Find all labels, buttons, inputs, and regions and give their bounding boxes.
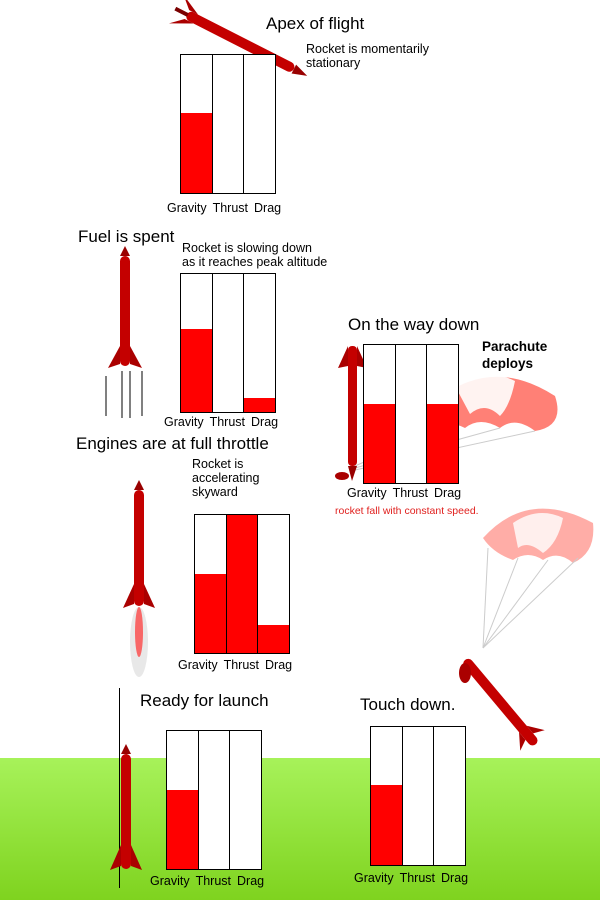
axis-label-gravity: Gravity — [167, 201, 207, 215]
stage-note: Parachute deploys — [482, 339, 548, 371]
gravity-fill — [195, 574, 226, 653]
axis-label-drag: Drag — [254, 201, 282, 215]
force-chart — [363, 344, 459, 484]
rocket-icon — [105, 246, 143, 418]
axis-label-thrust: Thrust — [223, 658, 260, 672]
force-chart — [194, 514, 290, 654]
thrust-bar — [225, 514, 259, 654]
force-chart — [180, 54, 276, 194]
axis-labels: Gravity Thrust Drag — [150, 874, 270, 888]
gravity-bar — [370, 726, 403, 866]
rocket-icon — [335, 346, 367, 481]
drag-bar — [426, 344, 459, 484]
force-chart — [180, 273, 276, 413]
axis-labels: Gravity Thrust Drag — [354, 871, 474, 885]
gravity-fill — [181, 329, 212, 412]
parachute-icon — [482, 508, 594, 649]
axis-label-drag: Drag — [237, 874, 265, 888]
ground — [0, 758, 600, 900]
axis-label-gravity: Gravity — [178, 658, 218, 672]
stage-title: Apex of flight — [266, 14, 365, 33]
drag-bar — [229, 730, 262, 870]
stage-note: Rocket is momentarily stationary — [306, 42, 429, 70]
gravity-bar — [363, 344, 396, 484]
stage-note: Rocket is accelerating skyward — [192, 457, 260, 499]
axis-labels: Gravity Thrust Drag — [167, 201, 287, 215]
thrust-bar — [211, 54, 245, 194]
axis-label-thrust: Thrust — [209, 415, 246, 429]
stage-title: Ready for launch — [140, 691, 269, 710]
drag-bar — [243, 273, 276, 413]
axis-label-thrust: Thrust — [399, 871, 436, 885]
thrust-bar — [211, 273, 245, 413]
axis-labels: Gravity Thrust Drag — [347, 486, 467, 500]
axis-label-gravity: Gravity — [354, 871, 394, 885]
force-chart — [370, 726, 466, 866]
axis-label-drag: Drag — [441, 871, 469, 885]
launch-rod — [119, 688, 120, 888]
drag-fill — [244, 398, 275, 412]
gravity-bar — [166, 730, 199, 870]
thrust-bar — [394, 344, 428, 484]
axis-label-thrust: Thrust — [212, 201, 249, 215]
rocket-icon — [110, 744, 142, 870]
gravity-fill — [371, 784, 402, 865]
drag-fill — [258, 625, 289, 653]
axis-label-gravity: Gravity — [164, 415, 204, 429]
constant-speed-note: rocket fall with constant speed. — [335, 505, 479, 517]
drag-fill — [427, 404, 458, 483]
axis-labels: Gravity Thrust Drag — [178, 658, 298, 672]
drag-bar — [243, 54, 276, 194]
stage-title: Engines are at full throttle — [76, 434, 269, 453]
axis-label-thrust: Thrust — [195, 874, 232, 888]
axis-label-drag: Drag — [265, 658, 293, 672]
stage-title: Touch down. — [360, 695, 456, 714]
gravity-fill — [167, 790, 198, 869]
axis-label-drag: Drag — [434, 486, 462, 500]
stage-title: On the way down — [348, 315, 480, 334]
thrust-bar — [401, 726, 435, 866]
gravity-fill — [181, 112, 212, 193]
drag-bar — [433, 726, 466, 866]
gravity-fill — [364, 404, 395, 483]
rocket-icon — [459, 658, 545, 751]
axis-labels: Gravity Thrust Drag — [164, 415, 284, 429]
stage-note: Rocket is slowing down as it reaches pea… — [182, 241, 328, 269]
axis-label-thrust: Thrust — [392, 486, 429, 500]
axis-label-gravity: Gravity — [347, 486, 387, 500]
drag-bar — [257, 514, 290, 654]
gravity-bar — [180, 54, 213, 194]
stage-title: Fuel is spent — [78, 227, 175, 246]
force-chart — [166, 730, 262, 870]
gravity-bar — [180, 273, 213, 413]
rocket-icon — [123, 480, 155, 677]
gravity-bar — [194, 514, 227, 654]
thrust-fill — [226, 515, 258, 653]
axis-label-drag: Drag — [251, 415, 279, 429]
thrust-bar — [197, 730, 231, 870]
axis-label-gravity: Gravity — [150, 874, 190, 888]
